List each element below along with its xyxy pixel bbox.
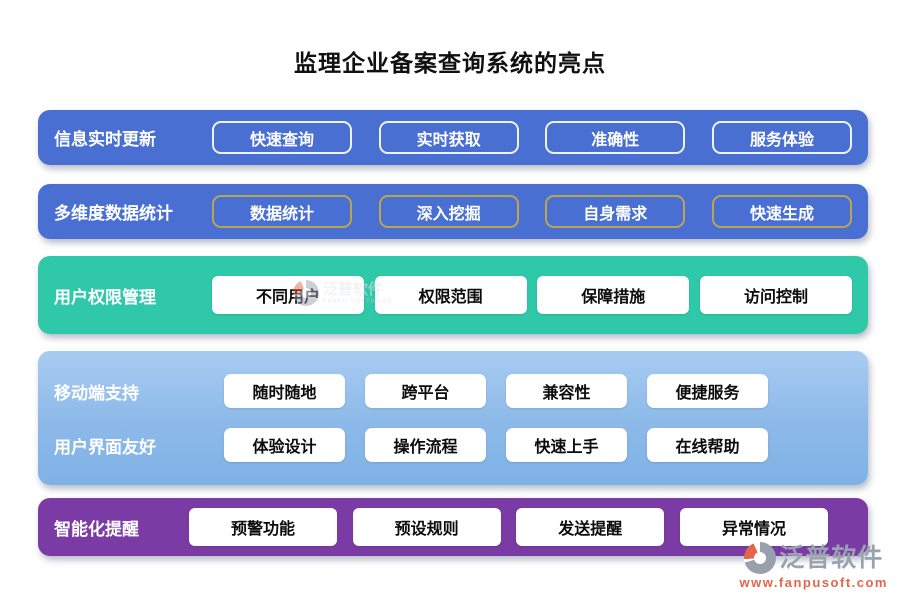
chip-button[interactable]: 随时随地 — [224, 374, 345, 408]
chip-button[interactable]: 快速上手 — [506, 428, 627, 462]
chip-button[interactable]: 快速查询 — [212, 121, 352, 154]
chip-button[interactable]: 异常情况 — [679, 508, 828, 546]
chip-group: 随时随地 跨平台 兼容性 便捷服务 — [224, 374, 768, 408]
feature-rows: 信息实时更新 快速查询 实时获取 准确性 服务体验 多维度数据统计 数据统计 深… — [38, 110, 868, 556]
chip-button[interactable]: 便捷服务 — [647, 374, 768, 408]
sub-row-mobile-support: 移动端支持 随时随地 跨平台 兼容性 便捷服务 — [54, 366, 852, 416]
chip-button[interactable]: 操作流程 — [365, 428, 486, 462]
chip-group: 数据统计 深入挖掘 自身需求 快速生成 — [212, 195, 852, 228]
row-mobile-and-ui: 移动端支持 随时随地 跨平台 兼容性 便捷服务 用户界面友好 体验设计 操作流程… — [38, 351, 868, 485]
fanpu-logo-icon — [744, 542, 777, 574]
footer-url: www.fanpusoft.com — [739, 575, 888, 590]
chip-button[interactable]: 不同用户 — [212, 276, 364, 314]
row-smart-reminders: 智能化提醒 预警功能 预设规则 发送提醒 异常情况 — [38, 498, 868, 556]
chip-button[interactable]: 服务体验 — [711, 121, 852, 154]
chip-button[interactable]: 预设规则 — [352, 508, 501, 546]
chip-button[interactable]: 体验设计 — [224, 428, 345, 462]
row-multidim-stats: 多维度数据统计 数据统计 深入挖掘 自身需求 快速生成 — [38, 184, 868, 239]
chip-button[interactable]: 兼容性 — [506, 374, 627, 408]
chip-button[interactable]: 数据统计 — [212, 195, 352, 228]
chip-button[interactable]: 预警功能 — [189, 508, 337, 546]
chip-button[interactable]: 跨平台 — [365, 374, 486, 408]
chip-button[interactable]: 自身需求 — [545, 195, 686, 228]
footer-brand: 泛普软件 — [779, 543, 884, 572]
chip-button[interactable]: 在线帮助 — [647, 428, 768, 462]
row-label: 智能化提醒 — [54, 519, 139, 539]
chip-button[interactable]: 准确性 — [545, 121, 686, 154]
chip-button[interactable]: 访问控制 — [699, 276, 852, 314]
page-title: 监理企业备案查询系统的亮点 — [294, 51, 606, 76]
chip-button[interactable]: 发送提醒 — [516, 508, 665, 546]
row-realtime-info: 信息实时更新 快速查询 实时获取 准确性 服务体验 — [38, 110, 868, 165]
row-label: 移动端支持 — [54, 383, 139, 403]
chip-group: 快速查询 实时获取 准确性 服务体验 — [212, 121, 852, 154]
chip-group: 体验设计 操作流程 快速上手 在线帮助 — [224, 428, 768, 462]
chip-group: 不同用户 权限范围 保障措施 访问控制 — [212, 276, 852, 314]
chip-group: 预警功能 预设规则 发送提醒 异常情况 — [189, 508, 852, 546]
row-label: 信息实时更新 — [54, 130, 156, 149]
row-label: 多维度数据统计 — [54, 204, 173, 223]
footer-logo: 泛普软件 www.fanpusoft.com — [739, 542, 888, 590]
row-user-permissions: 用户权限管理 不同用户 权限范围 保障措施 访问控制 — [38, 256, 868, 334]
chip-button[interactable]: 实时获取 — [378, 121, 519, 154]
sub-row-friendly-ui: 用户界面友好 体验设计 操作流程 快速上手 在线帮助 — [54, 420, 852, 470]
chip-button[interactable]: 深入挖掘 — [378, 195, 519, 228]
chip-button[interactable]: 保障措施 — [537, 276, 690, 314]
row-label: 用户权限管理 — [54, 287, 156, 307]
chip-button[interactable]: 权限范围 — [374, 276, 527, 314]
row-label: 用户界面友好 — [54, 437, 156, 457]
chip-button[interactable]: 快速生成 — [711, 195, 852, 228]
